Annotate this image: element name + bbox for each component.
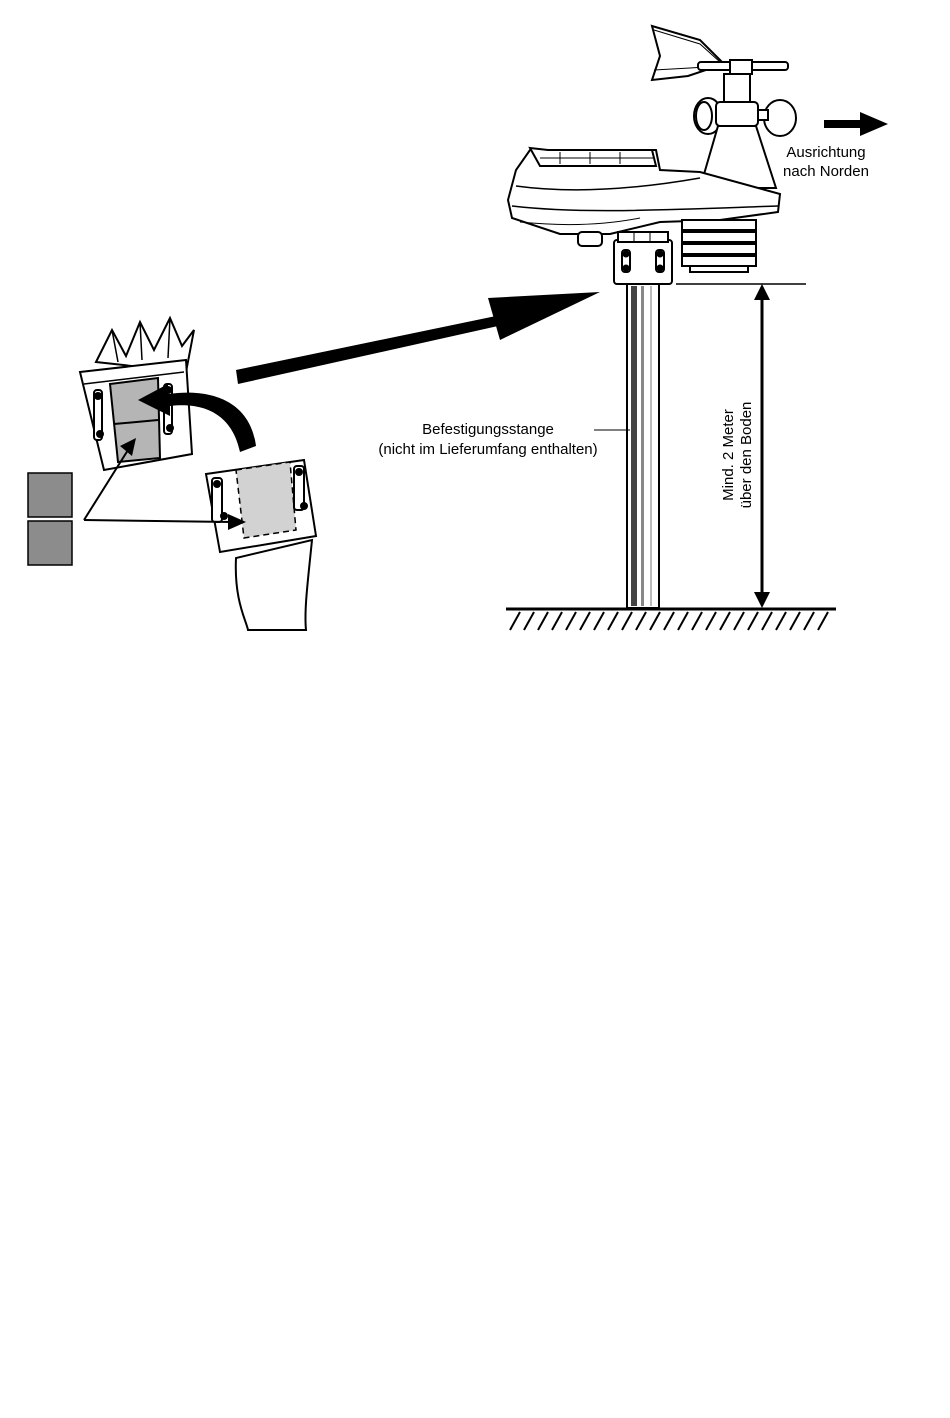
rubber-pad-2 [28,521,72,565]
wind-vane [652,26,788,80]
height-label-1: Mind. 2 Meter [720,409,737,501]
ground [506,609,836,630]
solar-panel [530,148,656,166]
rubber-pads [28,473,72,565]
rubber-pad-1 [28,473,72,517]
north-label-2: nach Norden [783,163,869,180]
clamp-detail-lower [206,460,316,630]
radiation-shield [682,220,756,272]
weather-station [508,26,796,284]
height-label-2: über den Boden [738,402,755,509]
top-clamp [614,232,672,284]
pole-label-1: Befestigungsstange [422,421,554,438]
sensor-nub [578,232,602,246]
north-arrow [824,112,888,136]
mounting-pole [627,284,659,608]
pole-label-2: (nicht im Lieferumfang enthalten) [378,441,597,458]
assembly-arrow [236,292,600,384]
north-label-1: Ausrichtung [786,144,865,161]
